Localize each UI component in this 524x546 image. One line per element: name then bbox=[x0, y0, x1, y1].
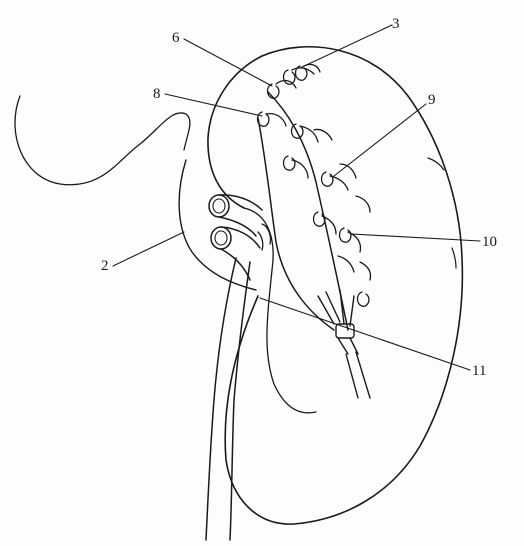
label-11: 11 bbox=[472, 364, 486, 379]
label-3: 3 bbox=[392, 17, 400, 32]
vessel-upper-lumen bbox=[209, 195, 229, 217]
label-9: 9 bbox=[428, 93, 436, 108]
label-8: 8 bbox=[153, 87, 161, 102]
lower-pole-inner-contour bbox=[244, 208, 316, 413]
vessel-upper-inner bbox=[213, 199, 225, 213]
lateral-notch-2 bbox=[452, 248, 456, 268]
vessel-upper-body bbox=[219, 195, 262, 236]
label-2: 2 bbox=[101, 259, 109, 274]
suture-loops bbox=[258, 64, 371, 306]
incision-upper-edge bbox=[268, 92, 348, 330]
label-10: 10 bbox=[482, 235, 497, 250]
kidney-medial-border bbox=[208, 56, 262, 208]
kidney-outer-contour bbox=[225, 47, 462, 524]
suture-thread bbox=[15, 96, 190, 185]
label-6: 6 bbox=[172, 31, 180, 46]
vessel-lower-inner bbox=[215, 231, 227, 245]
vessel-lower-lumen bbox=[211, 227, 231, 249]
